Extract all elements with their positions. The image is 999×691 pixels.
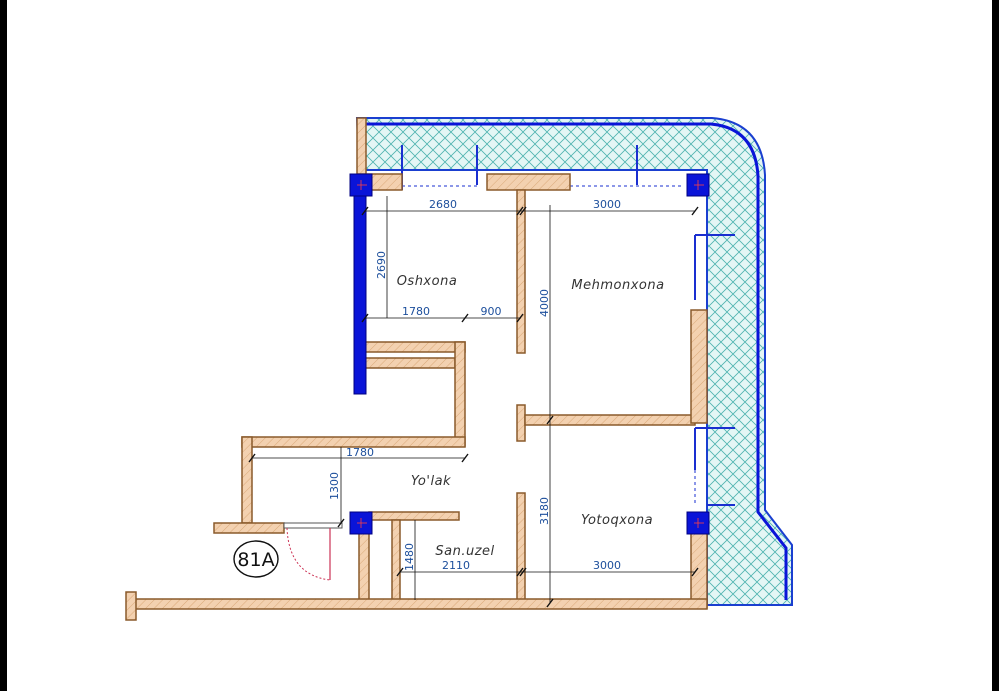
unit-number: 81A [237, 549, 274, 571]
dim-kitchen-width: 2680 [429, 198, 457, 211]
unit-number-badge: 81A [233, 540, 279, 578]
walls [125, 117, 708, 621]
dim-hallway-width: 1780 [346, 446, 374, 459]
room-label-hallway: Yo'lak [411, 474, 451, 489]
balcony-rail [363, 122, 788, 600]
dim-bedroom-width: 3000 [593, 559, 621, 572]
entrance-door [283, 522, 343, 581]
dim-bathroom-width: 2110 [442, 559, 470, 572]
dim-kitchen-depth: 2690 [375, 251, 388, 279]
room-label-living: Mehmonxona [571, 278, 664, 293]
dim-kitchen-lower-b: 900 [481, 305, 502, 318]
room-label-kitchen: Oshxona [397, 274, 458, 289]
dim-kitchen-lower-a: 1780 [402, 305, 430, 318]
dim-bedroom-depth: 3180 [538, 497, 551, 525]
window-frames [401, 145, 735, 506]
balcony-area [355, 117, 793, 606]
room-label-bedroom: Yotoqxona [581, 513, 653, 528]
columns [349, 173, 710, 535]
dim-hallway-depth: 1300 [328, 472, 341, 500]
room-label-bathroom: San.uzel [435, 544, 494, 559]
dimension-ticks [248, 206, 699, 608]
dim-living-width: 3000 [593, 198, 621, 211]
column-marks [357, 180, 704, 528]
dim-bathroom-depth: 1480 [403, 543, 416, 571]
dimension-lines [252, 196, 695, 603]
floor-plan: 2680 3000 2690 1780 900 4000 1780 1300 3… [125, 117, 793, 621]
drawing-sheet: 2680 3000 2690 1780 900 4000 1780 1300 3… [7, 0, 992, 691]
dim-living-depth: 4000 [538, 289, 551, 317]
